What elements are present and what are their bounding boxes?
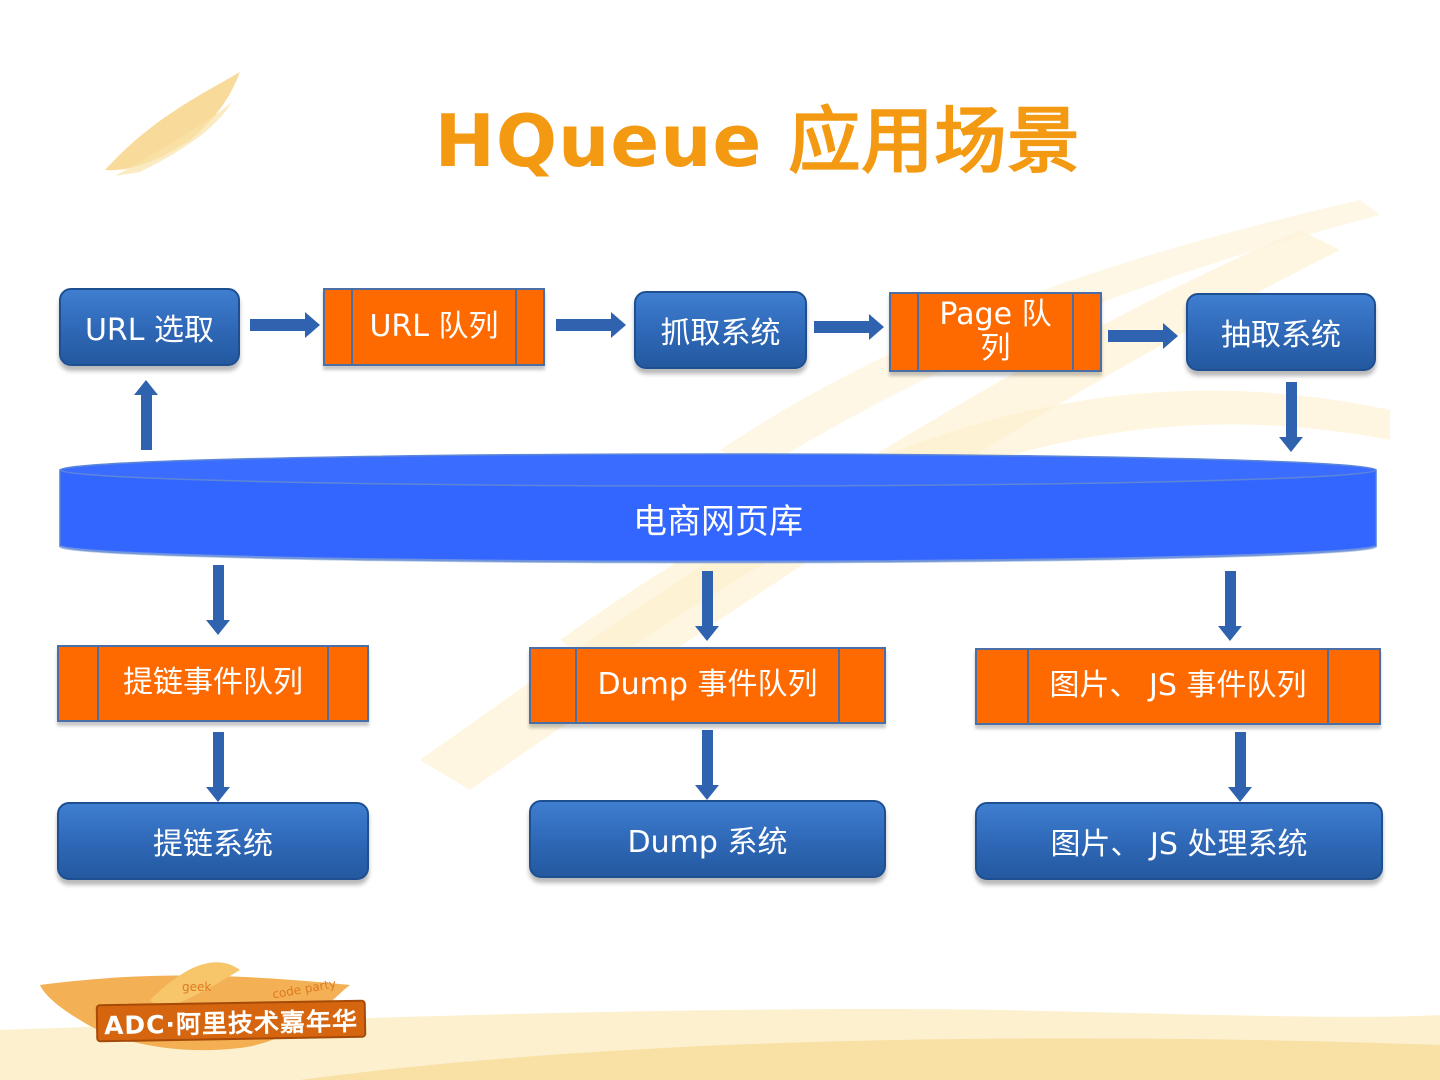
arrow-url-select-to-queue bbox=[250, 312, 320, 338]
arrow-dump-queue-to-system bbox=[695, 730, 719, 800]
dump-system-box[interactable]: Dump 系统 bbox=[529, 800, 886, 878]
image-js-event-queue-box[interactable]: 图片、 JS 事件队列 bbox=[975, 648, 1381, 725]
page-title: HQueue 应用场景 bbox=[434, 99, 1081, 183]
arrow-page-queue-to-extract bbox=[1108, 323, 1178, 349]
url-select-label: URL 选取 bbox=[84, 313, 215, 348]
brush-swoosh-3 bbox=[720, 200, 1380, 470]
dump-system-label: Dump 系统 bbox=[627, 825, 788, 860]
page-queue-box[interactable]: Page 队 列 bbox=[889, 292, 1102, 372]
image-js-event-queue-label: 图片、 JS 事件队列 bbox=[1049, 668, 1307, 704]
fetch-system-box[interactable]: 抓取系统 bbox=[634, 291, 807, 369]
link-system-box[interactable]: 提链系统 bbox=[57, 802, 369, 880]
logo-brush-2 bbox=[150, 962, 240, 1010]
arrow-db-to-dump-queue bbox=[695, 571, 719, 641]
arrow-link-queue-to-system bbox=[206, 732, 230, 802]
flow-arrows bbox=[134, 312, 1303, 802]
fetch-system-label: 抓取系统 bbox=[660, 316, 781, 351]
brush-swoosh-2 bbox=[560, 390, 1390, 670]
arrow-url-queue-to-fetch bbox=[556, 312, 626, 338]
image-js-system-box[interactable]: 图片、 JS 处理系统 bbox=[975, 802, 1383, 880]
link-event-queue-label: 提链事件队列 bbox=[123, 665, 303, 701]
extract-system-label: 抽取系统 bbox=[1221, 318, 1341, 353]
extract-system-box[interactable]: 抽取系统 bbox=[1186, 293, 1376, 371]
database-label: 电商网页库 bbox=[633, 502, 803, 542]
logo-geek-text: geek bbox=[182, 980, 212, 994]
arrow-db-to-link-queue bbox=[206, 565, 230, 635]
arrow-db-to-image-queue bbox=[1218, 571, 1242, 641]
database-cylinder bbox=[58, 453, 1378, 564]
url-queue-label: URL 队列 bbox=[369, 308, 499, 344]
arrow-image-queue-to-system bbox=[1228, 732, 1252, 802]
arrow-extract-to-db bbox=[1279, 382, 1303, 452]
logo-adc: ADC·阿里技术嘉年华 bbox=[95, 999, 367, 1043]
arrow-fetch-to-page-queue bbox=[814, 314, 884, 340]
brush-stroke-top-left bbox=[105, 72, 240, 171]
link-event-queue-box[interactable]: 提链事件队列 bbox=[57, 645, 369, 722]
dump-event-queue-label: Dump 事件队列 bbox=[597, 667, 818, 703]
url-queue-box[interactable]: URL 队列 bbox=[323, 288, 545, 366]
link-system-label: 提链系统 bbox=[153, 827, 273, 862]
image-js-system-label: 图片、 JS 处理系统 bbox=[1050, 827, 1308, 862]
page-queue-label: Page 队 列 bbox=[939, 296, 1052, 366]
arrow-db-to-url-select bbox=[134, 380, 158, 450]
dump-event-queue-box[interactable]: Dump 事件队列 bbox=[529, 647, 886, 724]
bottom-brush-band-2 bbox=[300, 1038, 1440, 1080]
url-select-box[interactable]: URL 选取 bbox=[59, 288, 240, 366]
